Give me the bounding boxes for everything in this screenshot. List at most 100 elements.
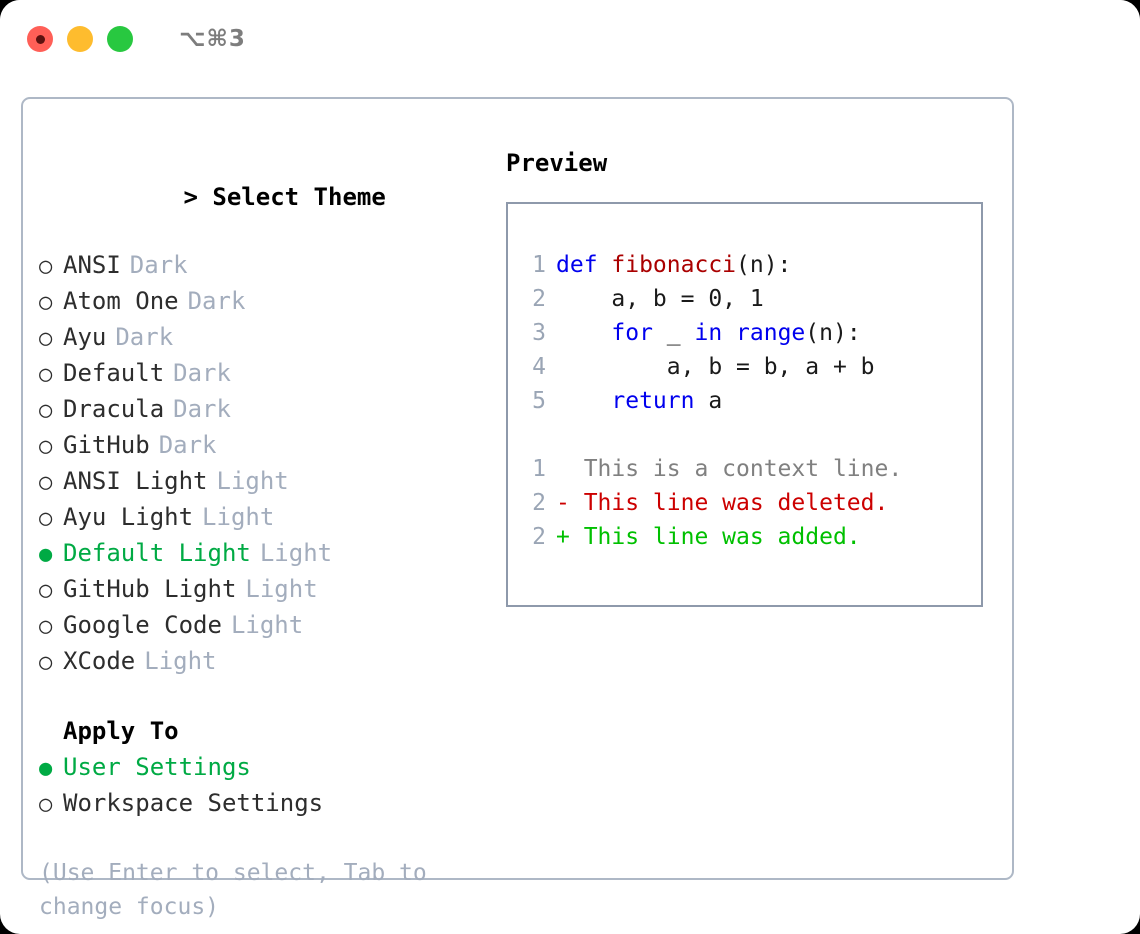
line-number: 1	[532, 252, 546, 278]
code-token-plain	[556, 320, 611, 346]
radio-empty-icon: ○	[39, 792, 53, 817]
code-line: 4 a, b = b, a + b	[522, 350, 981, 384]
theme-option-label: XCode	[63, 647, 136, 675]
radio-empty-icon: ○	[39, 470, 53, 495]
radio-empty-icon: ○	[39, 434, 53, 459]
theme-option-variant-tag: Light	[216, 467, 289, 495]
radio-selected-icon: ●	[39, 756, 53, 781]
apply-to-bullet-placeholder: ○	[39, 716, 63, 750]
code-line-text: return a	[556, 384, 722, 418]
code-line-text: a, b = 0, 1	[556, 282, 763, 316]
theme-option-variant-tag: Dark	[158, 431, 217, 459]
code-token-kw: def	[556, 252, 612, 278]
theme-option-github[interactable]: ○ GitHub Dark	[39, 428, 491, 464]
theme-option-variant-tag: Light	[259, 539, 333, 567]
theme-option-label: ANSI	[63, 251, 121, 279]
code-line-text: a, b = b, a + b	[556, 350, 875, 384]
diff-line-text: + This line was added.	[556, 524, 861, 550]
minimize-button-icon[interactable]	[67, 26, 93, 52]
code-token-plain: a	[694, 388, 723, 414]
radio-empty-icon: ○	[39, 326, 53, 351]
theme-option-variant-tag: Light	[202, 503, 275, 531]
theme-option-label: Atom One	[63, 287, 179, 315]
radio-empty-icon: ○	[39, 614, 53, 639]
code-line-text: for _ in range(n):	[556, 316, 861, 350]
code-line: 1 def fibonacci(n):	[522, 248, 981, 282]
line-number: 2	[532, 490, 546, 516]
theme-option-variant-tag: Light	[230, 611, 304, 639]
theme-option-label: GitHub	[63, 431, 150, 459]
code-diff-gap	[522, 418, 981, 452]
code-line: 2 a, b = 0, 1	[522, 282, 981, 316]
theme-option-label: GitHub Light	[63, 575, 237, 603]
code-token-plain: _	[652, 320, 695, 346]
theme-option-label: Ayu	[63, 323, 107, 351]
diff-line-del: 2 - This line was deleted.	[522, 486, 981, 520]
apply-to-option-label: User Settings	[63, 753, 251, 781]
radio-empty-icon: ○	[39, 578, 53, 603]
code-token-kw: range	[736, 320, 806, 346]
window-title: ⌥⌘3	[179, 26, 246, 52]
close-button-icon[interactable]	[27, 26, 53, 52]
code-token-kw: return	[611, 388, 695, 414]
apply-to-header: ○Apply To	[39, 714, 491, 750]
list-spacer	[39, 680, 491, 714]
preview-title: Preview	[506, 149, 608, 177]
diff-sample: 1 This is a context line. 2 - This line wa…	[522, 452, 981, 554]
keyboard-hint-text: (Use Enter to select, Tab to change focu…	[39, 860, 441, 920]
radio-empty-icon: ○	[39, 254, 53, 279]
code-line: 3 for _ in range(n):	[522, 316, 981, 350]
diff-line-ctx: 1 This is a context line.	[522, 452, 981, 486]
theme-option-label: Google Code	[63, 611, 222, 639]
radio-empty-icon: ○	[39, 506, 53, 531]
radio-empty-icon: ○	[39, 398, 53, 423]
apply-to-option-workspace-settings[interactable]: ○Workspace Settings	[39, 786, 491, 822]
theme-option-variant-tag: Dark	[187, 287, 246, 315]
apply-to-option-list: ● User Settings ○Workspace Settings	[39, 750, 491, 822]
code-token-plain: (n):	[805, 320, 861, 346]
code-token-fn: fibonacci	[611, 252, 737, 278]
apply-to-label: Apply To	[63, 717, 179, 745]
title-bar: ⌥⌘3	[0, 0, 1140, 78]
apply-to-option-user-settings[interactable]: ● User Settings	[39, 750, 491, 786]
theme-option-github-light[interactable]: ○ GitHub Light Light	[39, 572, 491, 608]
theme-option-label: Ayu Light	[63, 503, 194, 531]
code-line-text: def fibonacci(n):	[556, 248, 791, 282]
theme-option-variant-tag: Light	[144, 647, 217, 675]
theme-option-label: Default Light	[63, 539, 251, 567]
theme-option-ayu-light[interactable]: ○ Ayu Light Light	[39, 500, 491, 536]
select-theme-label: Select Theme	[212, 183, 386, 211]
line-number: 2	[532, 286, 546, 312]
line-number: 1	[532, 456, 546, 482]
theme-option-variant-tag: Light	[245, 575, 318, 603]
code-line: 5 return a	[522, 384, 981, 418]
maximize-button-icon[interactable]	[107, 26, 133, 52]
code-token-plain: (n):	[736, 252, 792, 278]
line-number: 2	[532, 524, 546, 550]
diff-line-text: - This line was deleted.	[556, 490, 889, 516]
code-token-plain: a, b = b, a + b	[556, 354, 875, 380]
line-number: 5	[532, 388, 546, 414]
select-theme-header: > Select Theme	[39, 146, 491, 248]
theme-option-label: ANSI Light	[63, 467, 208, 495]
code-token-plain	[722, 320, 736, 346]
theme-option-ansi-light[interactable]: ○ ANSI Light Light	[39, 464, 491, 500]
theme-option-google-code[interactable]: ○ Google Code Light	[39, 608, 491, 644]
line-number: 3	[532, 320, 546, 346]
theme-option-atom-one[interactable]: ○ Atom One Dark	[39, 284, 491, 320]
prompt-caret-icon: >	[183, 183, 198, 211]
radio-empty-icon: ○	[39, 290, 53, 315]
